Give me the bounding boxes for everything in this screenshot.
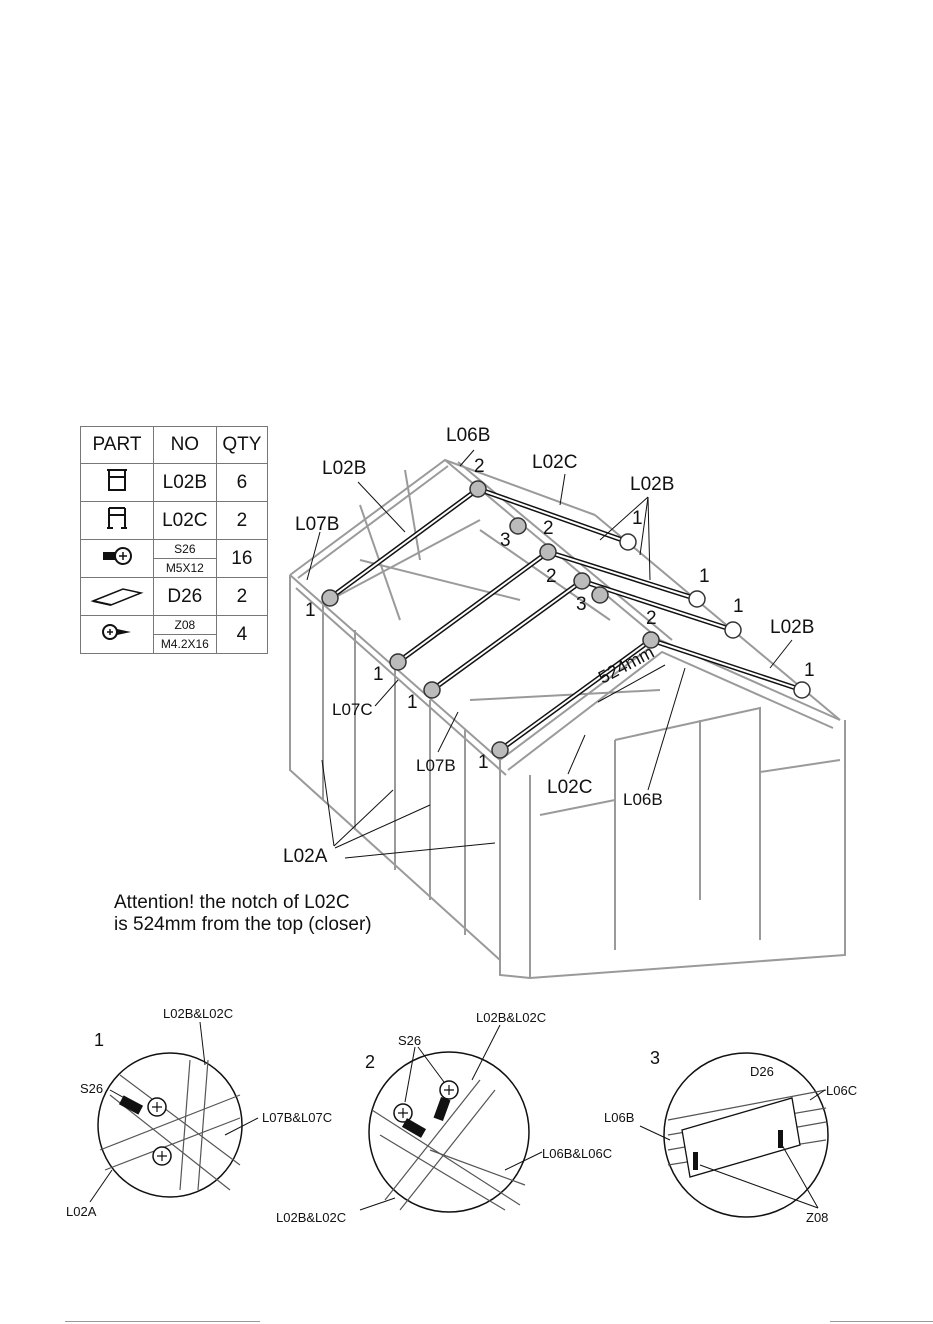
joint-number-2: 2: [543, 518, 554, 539]
part-qty: 2: [215, 577, 269, 616]
table-row: L02C 2: [80, 501, 269, 540]
screw-s26-icon: [80, 539, 154, 578]
joint-number-1: 1: [804, 660, 815, 681]
parts-table-header: PART NO QTY: [80, 426, 269, 464]
parts-table: PART NO QTY L02B 6 L02C 2 S26 M5X12 16 D…: [80, 426, 269, 654]
label-l02c-top: L02C: [532, 452, 578, 473]
header-no: NO: [152, 426, 217, 464]
detail-3-label-bottom: Z08: [806, 1210, 829, 1225]
detail-3-number: 3: [650, 1048, 661, 1068]
detail-2-number: 2: [365, 1052, 376, 1072]
label-l02a: L02A: [283, 846, 328, 867]
part-no: S26: [153, 540, 216, 559]
page-divider: [65, 1321, 260, 1322]
detail-1-circle: [89, 1021, 259, 1203]
table-row: L02B 6: [80, 463, 269, 502]
profile-l02c-icon: [80, 501, 154, 540]
label-l06b-top: L06B: [446, 425, 491, 446]
part-no: Z08: [153, 616, 216, 635]
detail-2-label-top: L02B&L02C: [476, 1010, 547, 1025]
detail-3-label-left: L06B: [604, 1110, 635, 1125]
header-part: PART: [80, 426, 154, 464]
part-size: M5X12: [165, 561, 204, 575]
detail-3-label-d26: D26: [750, 1064, 774, 1079]
detail-2-circle: [359, 1024, 543, 1213]
joint-number-2: 2: [646, 608, 657, 629]
joint-number-1: 1: [733, 596, 744, 617]
detail-2-label-s26: S26: [398, 1033, 422, 1048]
joint-number-3: 3: [576, 594, 587, 615]
label-l07b-left: L07B: [295, 514, 340, 535]
part-no: L02C: [152, 501, 217, 540]
detail-1-label-right: L07B&L07C: [262, 1110, 333, 1125]
part-qty: 4: [215, 615, 269, 654]
note-line-2: is 524mm from the top (closer): [114, 914, 372, 935]
joint-number-2: 2: [546, 566, 557, 587]
detail-2-label-bottom: L02B&L02C: [276, 1210, 347, 1225]
table-row: Z08 M4.2X16 4: [80, 615, 269, 654]
joint-number-1: 1: [373, 664, 384, 685]
part-no-split: S26 M5X12: [152, 539, 217, 578]
screw-z08-icon: [80, 615, 154, 654]
detail-3-label-right: L06C: [826, 1083, 858, 1098]
part-size: M4.2X16: [160, 637, 209, 651]
attention-note: Attention! the notch of L02C is 524mm fr…: [114, 892, 372, 936]
note-line-1: Attention! the notch of L02C: [114, 892, 350, 913]
joint-number-3: 3: [500, 530, 511, 551]
part-qty: 6: [215, 463, 269, 502]
label-l02b-right: L02B: [770, 617, 815, 638]
detail-2-label-right: L06B&L06C: [542, 1146, 613, 1161]
joint-number-1: 1: [407, 692, 418, 713]
joint-number-1: 1: [478, 752, 489, 773]
profile-l02b-icon: [80, 463, 154, 502]
label-l07b-mid: L07B: [416, 756, 456, 775]
page-divider: [830, 1321, 933, 1322]
detail-1-number: 1: [94, 1030, 105, 1050]
bracket-d26-icon: [80, 577, 154, 616]
joint-number-1: 1: [632, 508, 643, 529]
detail-1-label-bottom: L02A: [66, 1204, 97, 1219]
label-l02b-right-top: L02B: [630, 474, 675, 495]
joint-number-2: 2: [474, 456, 485, 477]
joint-number-1: 1: [305, 600, 316, 621]
detail-1-label-s26: S26: [80, 1081, 104, 1096]
label-l06b-bottom: L06B: [623, 790, 663, 809]
detail-1-label-top: L02B&L02C: [163, 1006, 234, 1021]
detail-3-circle: [639, 1052, 829, 1218]
joint-number-1: 1: [699, 566, 710, 587]
label-l02b-left: L02B: [322, 458, 367, 479]
label-l02c-bottom: L02C: [547, 777, 593, 798]
label-l07c: L07C: [332, 700, 373, 719]
part-no-split: Z08 M4.2X16: [152, 615, 217, 654]
